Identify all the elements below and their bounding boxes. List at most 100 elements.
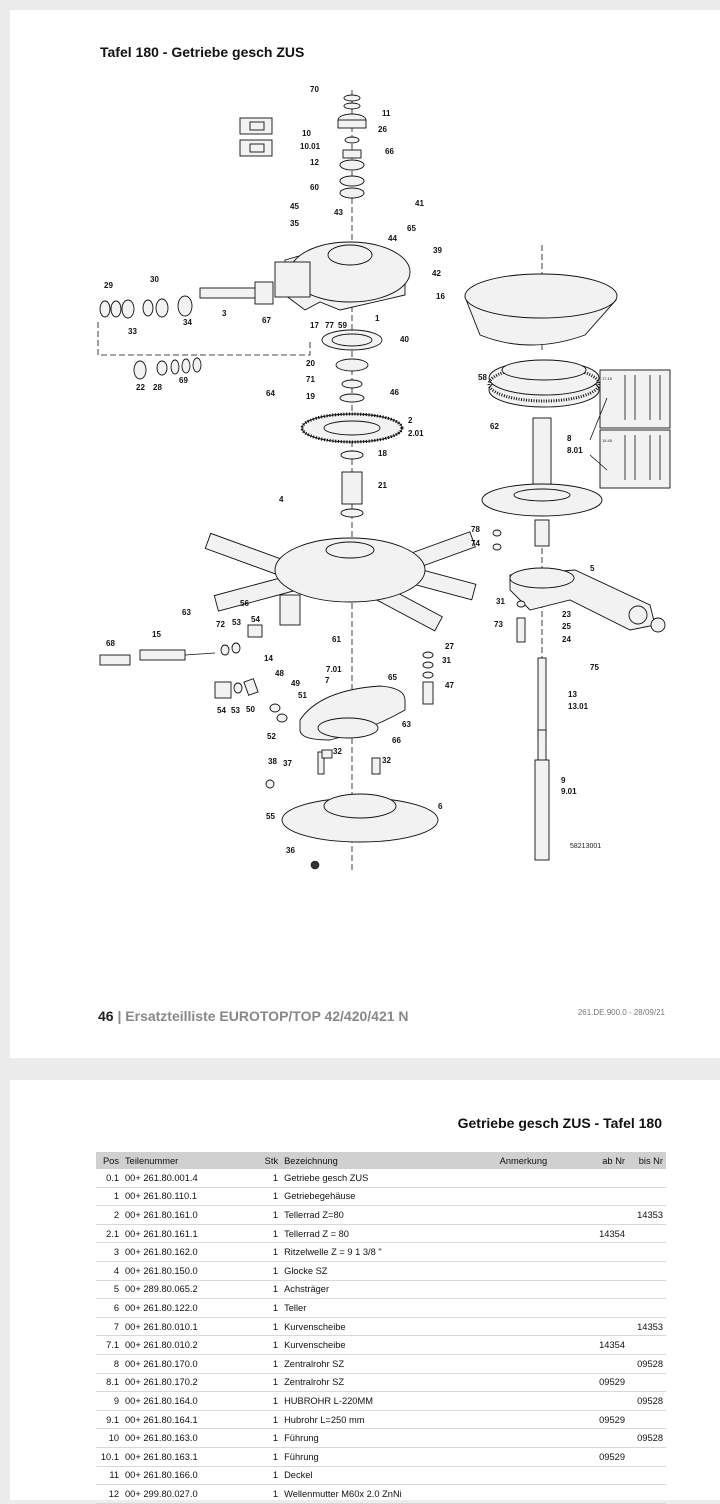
cell-teil: 00+ 261.80.170.2 [122,1373,260,1393]
callout-39: 39 [433,246,442,255]
cell-anm [496,1224,590,1244]
cell-bez: Tellerrad Z = 80 [281,1224,497,1244]
callout-16: 16 [436,292,445,301]
callout-68: 68 [106,639,115,648]
inset-label: 17.15 [602,376,613,381]
callout-60: 60 [310,183,319,192]
inset-label: 15.45 [602,438,613,443]
catalog-page-parts-list: Getriebe gesch ZUS - Tafel 180 Pos Teile… [10,1080,720,1504]
callout-23: 23 [562,610,571,619]
cell-bez: Tellerrad Z=80 [281,1205,497,1225]
callout-45: 45 [290,202,299,211]
callout-22: 22 [136,383,145,392]
callout-62: 62 [490,422,499,431]
cell-bez: Zentralrohr SZ [281,1354,497,1374]
callout-9-01: 9.01 [561,787,577,796]
callout-29: 29 [104,281,113,290]
callout-55: 55 [266,812,275,821]
callout-53: 53 [231,706,240,715]
callout-10-01: 10.01 [300,142,321,151]
cell-pos: 0.1 [96,1169,122,1188]
callout-64: 64 [266,389,275,398]
callout-26: 26 [378,125,387,134]
cell-stk: 1 [259,1354,282,1374]
cell-teil: 00+ 261.80.122.0 [122,1298,260,1318]
callout-46: 46 [390,388,399,397]
callout-27: 27 [445,642,454,651]
cell-pos: 7 [96,1317,122,1337]
cell-bis: 14353 [628,1317,666,1337]
cell-ab [590,1428,628,1448]
table-header-row: Pos Teilenummer Stk Bezeichnung Anmerkun… [96,1152,666,1169]
cell-bez: Führung [281,1447,497,1467]
cell-anm [496,1354,590,1374]
callout-7-01: 7.01 [326,665,342,674]
callout-66: 66 [385,147,394,156]
cell-bis [628,1187,666,1207]
cell-stk: 1 [259,1261,282,1281]
cell-anm [496,1187,590,1207]
callout-labels: 7011261010.01661260414543354465394216293… [104,85,613,855]
cell-bis [628,1447,666,1467]
cell-bis [628,1335,666,1355]
cell-teil: 00+ 261.80.170.0 [122,1354,260,1374]
callout-30: 30 [150,275,159,284]
cell-bez: Getriebegehäuse [281,1187,497,1207]
cell-pos: 2.1 [96,1224,122,1244]
cell-stk: 1 [259,1484,282,1504]
page-number: 46 [98,1008,114,1024]
cell-bez: Wellenmutter M60x 2.0 ZnNi [281,1484,497,1504]
callout-65: 65 [407,224,416,233]
cell-teil: 00+ 261.80.001.4 [122,1169,260,1188]
cell-stk: 1 [259,1466,282,1486]
cell-ab: 09529 [590,1410,628,1430]
cell-ab [590,1466,628,1486]
cell-bez: Deckel [281,1466,497,1486]
cell-bis: 14353 [628,1205,666,1225]
callout-9: 9 [561,776,566,785]
cell-ab [590,1169,628,1188]
callout-69: 69 [179,376,188,385]
cell-pos: 10 [96,1428,122,1448]
cell-ab [590,1391,628,1411]
cell-stk: 1 [259,1373,282,1393]
cell-teil: 00+ 261.80.163.0 [122,1428,260,1448]
cell-bis [628,1224,666,1244]
callout-63: 63 [182,608,191,617]
cell-bis [628,1373,666,1393]
callout-35: 35 [290,219,299,228]
callout-36: 36 [286,846,295,855]
cell-stk: 1 [259,1447,282,1467]
cell-stk: 1 [259,1317,282,1337]
callout-13: 13 [568,690,577,699]
callout-6: 6 [438,802,443,811]
cell-bez: Kurvenscheibe [281,1335,497,1355]
callout-37: 37 [283,759,292,768]
cell-anm [496,1373,590,1393]
cell-stk: 1 [259,1428,282,1448]
cell-ab: 14354 [590,1224,628,1244]
callout-49: 49 [291,679,300,688]
cell-pos: 8 [96,1354,122,1374]
cell-ab [590,1242,628,1262]
callout-5: 5 [590,564,595,573]
cell-bis: 09528 [628,1391,666,1411]
callout-25: 25 [562,622,571,631]
callout-53: 53 [232,618,241,627]
callout-59: 59 [338,321,347,330]
callout-32: 32 [382,756,391,765]
col-bis-nr: bis Nr [628,1152,666,1169]
cell-bis [628,1484,666,1504]
cell-teil: 00+ 261.80.010.2 [122,1335,260,1355]
cell-teil: 00+ 261.80.162.0 [122,1242,260,1262]
